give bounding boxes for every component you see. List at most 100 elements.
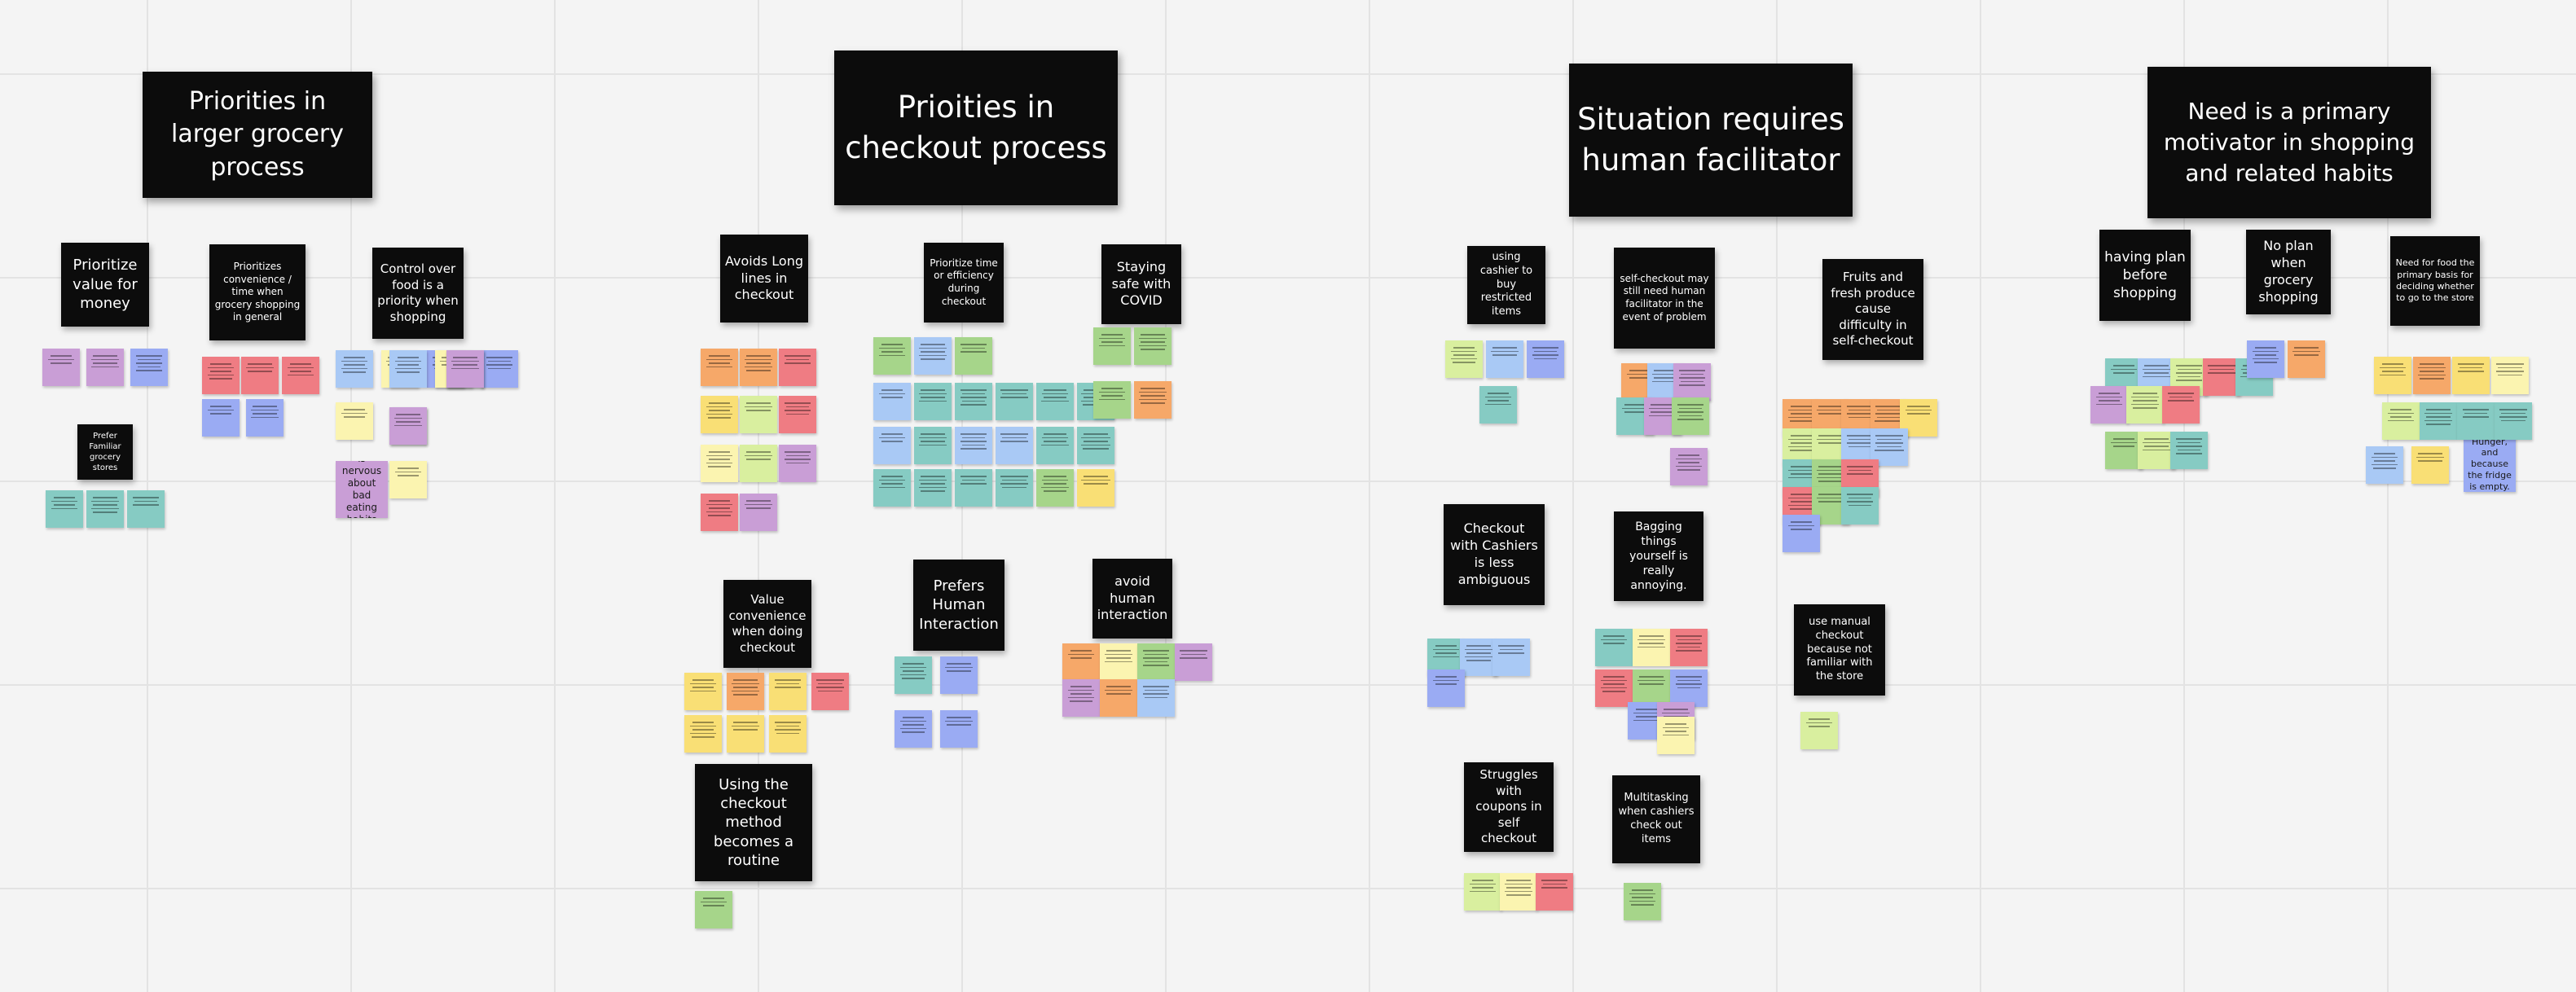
sticky-note[interactable]	[1100, 679, 1137, 717]
sticky-note[interactable]	[130, 349, 168, 386]
sticky-note[interactable]	[1036, 383, 1074, 420]
sticky-note[interactable]	[996, 383, 1033, 420]
sticky-note[interactable]	[1672, 397, 1709, 435]
sticky-note[interactable]	[996, 469, 1033, 507]
sticky-note[interactable]	[769, 673, 807, 710]
sticky-note[interactable]	[2247, 340, 2284, 378]
subcluster-header[interactable]: having plan before shopping	[2099, 230, 2191, 321]
sticky-note[interactable]	[336, 350, 373, 388]
sticky-note[interactable]	[1783, 515, 1820, 552]
sticky-note[interactable]	[1137, 643, 1175, 681]
sticky-note[interactable]	[1036, 427, 1074, 464]
sticky-note[interactable]	[1673, 363, 1711, 401]
sticky-note[interactable]	[1841, 487, 1879, 525]
subcluster-header[interactable]: use manual checkout because not familiar…	[1794, 604, 1885, 696]
subcluster-header[interactable]: using cashier to buy restricted items	[1467, 246, 1545, 324]
sticky-note[interactable]	[1134, 327, 1172, 365]
sticky-note[interactable]	[1460, 639, 1497, 676]
sticky-note[interactable]	[1062, 679, 1100, 717]
subcluster-header[interactable]: Control over food is a priority when sho…	[372, 248, 464, 339]
sticky-note[interactable]	[1633, 669, 1670, 707]
subcluster-header[interactable]: avoid human interaction	[1092, 559, 1172, 639]
sticky-note[interactable]	[811, 673, 849, 710]
sticky-note[interactable]	[1486, 340, 1523, 378]
sticky-note[interactable]	[86, 349, 124, 386]
sticky-note[interactable]	[282, 357, 319, 394]
sticky-note[interactable]	[86, 490, 124, 528]
sticky-note[interactable]	[2491, 357, 2529, 394]
sticky-note[interactable]	[2288, 340, 2325, 378]
sticky-note[interactable]	[2138, 432, 2175, 469]
cluster-header[interactable]: Need is a primary motivator in shopping …	[2147, 67, 2431, 218]
subcluster-header[interactable]: Struggles with coupons in self checkout	[1464, 762, 1554, 852]
sticky-note[interactable]	[914, 383, 952, 420]
subcluster-header[interactable]: Bagging things yourself is really annoyi…	[1614, 511, 1703, 601]
sticky-note[interactable]	[446, 350, 484, 388]
sticky-note[interactable]	[1077, 469, 1114, 507]
sticky-note[interactable]	[1077, 427, 1114, 464]
sticky-note[interactable]	[740, 349, 777, 386]
sticky-note[interactable]	[873, 469, 911, 507]
subcluster-header[interactable]: Using the checkout method becomes a rout…	[695, 764, 812, 881]
sticky-note[interactable]	[895, 710, 932, 748]
sticky-note[interactable]	[2382, 402, 2420, 440]
sticky-note[interactable]	[1137, 679, 1175, 717]
subcluster-header[interactable]: Avoids Long lines in checkout	[720, 235, 808, 323]
sticky-note[interactable]	[1464, 873, 1501, 911]
sticky-note[interactable]	[2105, 432, 2143, 469]
subcluster-header[interactable]: Multitasking when cashiers check out ite…	[1612, 775, 1700, 863]
sticky-note[interactable]	[1492, 639, 1530, 676]
sticky-note[interactable]	[914, 469, 952, 507]
sticky-note[interactable]	[389, 407, 427, 445]
sticky-note[interactable]	[873, 427, 911, 464]
sticky-note[interactable]	[2203, 358, 2240, 396]
sticky-note[interactable]	[1500, 873, 1537, 911]
sticky-note[interactable]	[701, 445, 738, 482]
sticky-note[interactable]	[740, 445, 777, 482]
sticky-note[interactable]	[996, 427, 1033, 464]
sticky-note[interactable]	[1670, 629, 1708, 666]
sticky-note[interactable]	[914, 337, 952, 375]
sticky-note[interactable]	[389, 461, 427, 498]
subcluster-header[interactable]: self-checkout may still need human facil…	[1614, 248, 1715, 349]
sticky-note[interactable]	[873, 383, 911, 420]
sticky-note[interactable]	[1527, 340, 1564, 378]
sticky-note[interactable]	[727, 715, 764, 753]
sticky-note[interactable]: is nervous about bad eating habits	[336, 461, 388, 518]
sticky-note[interactable]	[1100, 643, 1137, 681]
sticky-note[interactable]	[46, 490, 83, 528]
sticky-note[interactable]	[940, 710, 978, 748]
sticky-note[interactable]	[1595, 629, 1633, 666]
sticky-note[interactable]	[2170, 432, 2208, 469]
sticky-note[interactable]	[1800, 712, 1838, 749]
subcluster-header[interactable]: No plan when grocery shopping	[2246, 230, 2331, 314]
sticky-note[interactable]	[2090, 386, 2128, 424]
sticky-note[interactable]	[701, 494, 738, 531]
sticky-note[interactable]	[1595, 669, 1633, 707]
sticky-note[interactable]	[684, 715, 722, 753]
sticky-note[interactable]	[1062, 643, 1100, 681]
subcluster-header[interactable]: Staying safe with COVID	[1101, 244, 1181, 324]
sticky-note[interactable]	[684, 673, 722, 710]
subcluster-header[interactable]: Prefers Human Interaction	[913, 560, 1004, 651]
sticky-note[interactable]	[42, 349, 80, 386]
sticky-note[interactable]	[914, 427, 952, 464]
sticky-note[interactable]	[701, 349, 738, 386]
sticky-note[interactable]	[241, 357, 279, 394]
sticky-note[interactable]	[2413, 357, 2451, 394]
sticky-note[interactable]	[2411, 446, 2449, 484]
subcluster-header[interactable]: Need for food the primary basis for deci…	[2390, 236, 2480, 326]
sticky-note[interactable]	[2366, 446, 2403, 484]
sticky-note[interactable]	[1093, 381, 1131, 419]
sticky-note[interactable]	[2126, 386, 2164, 424]
sticky-note[interactable]	[769, 715, 807, 753]
sticky-note[interactable]	[1479, 386, 1517, 424]
sticky-note[interactable]	[779, 445, 816, 482]
sticky-note[interactable]	[246, 399, 284, 437]
subcluster-header[interactable]: Prioritize time or efficiency during che…	[924, 243, 1004, 323]
sticky-note[interactable]	[955, 469, 992, 507]
sticky-note[interactable]	[2162, 386, 2200, 424]
sticky-note[interactable]	[955, 383, 992, 420]
sticky-note[interactable]	[481, 350, 518, 388]
